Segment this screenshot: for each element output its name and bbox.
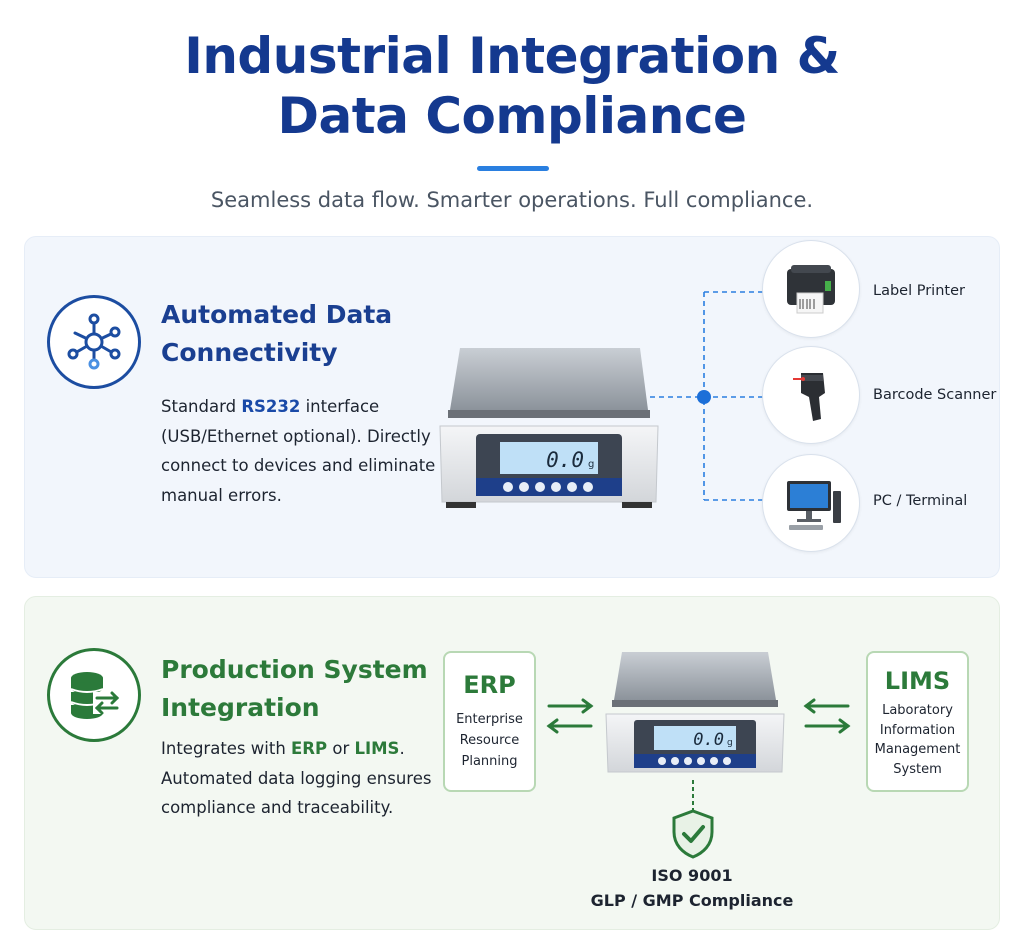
compliance-connector	[692, 780, 694, 810]
lims-line: Laboratory	[882, 703, 953, 718]
barcode-scanner-icon	[762, 346, 860, 444]
scale-display-value: 0.0	[693, 730, 724, 750]
integration-heading-line1: Production System	[161, 655, 428, 684]
connectivity-heading-line2: Connectivity	[161, 338, 338, 367]
scale-display-value: 0.0	[546, 448, 584, 472]
desc-text: or	[327, 739, 355, 758]
integration-heading: Production System Integration	[161, 651, 428, 727]
lims-box: LIMS Laboratory Information Management S…	[866, 651, 969, 792]
erp-box: ERP Enterprise Resource Planning	[443, 651, 536, 792]
erp-title: ERP	[463, 671, 516, 699]
lims-title: LIMS	[884, 667, 951, 695]
erp-line: Planning	[461, 754, 518, 769]
lims-line: System	[893, 761, 942, 777]
integration-description: Integrates with ERP or LIMS. Automated d…	[161, 734, 451, 823]
page-subtitle: Seamless data flow. Smarter operations. …	[210, 188, 814, 212]
network-hub-icon	[47, 295, 141, 389]
lims-line: Information	[879, 722, 956, 738]
desc-text: Standard	[161, 397, 242, 416]
database-transfer-icon	[47, 648, 141, 742]
erp-line: Enterprise	[456, 712, 523, 727]
connection-lines	[650, 291, 764, 501]
desc-text: . Automated data logging ensures complia…	[161, 739, 432, 817]
page-title-line1: Industrial Integration &	[184, 27, 840, 85]
bidirectional-arrows-icon	[546, 698, 594, 734]
erp-line: Resource	[459, 733, 520, 748]
device-label: Label Printer	[873, 283, 965, 299]
shield-check-icon	[672, 809, 714, 859]
device-label: PC / Terminal	[873, 493, 968, 509]
lims-line: Management	[874, 742, 961, 757]
scale-display-unit: g	[727, 738, 733, 748]
pc-terminal-icon	[762, 454, 860, 552]
scale-display-unit: g	[588, 459, 594, 470]
erp-highlight: ERP	[291, 739, 328, 758]
bidirectional-arrows-icon	[803, 698, 851, 734]
rs232-highlight: RS232	[241, 397, 301, 416]
label-printer-icon	[762, 240, 860, 338]
digital-scale-image: 0.0 g	[602, 648, 788, 780]
connectivity-heading: Automated Data Connectivity	[161, 296, 392, 372]
desc-text: interface (USB/Ethernet optional). Direc…	[161, 397, 436, 505]
page-title: Industrial Integration & Data Compliance	[0, 26, 1024, 146]
digital-scale-image: 0.0 g	[436, 342, 662, 518]
connectivity-description: Standard RS232 interface (USB/Ethernet o…	[161, 392, 441, 510]
page-title-line2: Data Compliance	[277, 87, 747, 145]
title-underline	[477, 166, 549, 171]
device-label: Barcode Scanner	[873, 387, 997, 403]
lims-highlight: LIMS	[354, 739, 400, 758]
integration-heading-line2: Integration	[161, 693, 320, 722]
compliance-label: GLP / GMP Compliance	[590, 891, 794, 910]
iso-label: ISO 9001	[651, 866, 733, 885]
connectivity-heading-line1: Automated Data	[161, 300, 393, 329]
desc-text: Integrates with	[161, 739, 292, 758]
